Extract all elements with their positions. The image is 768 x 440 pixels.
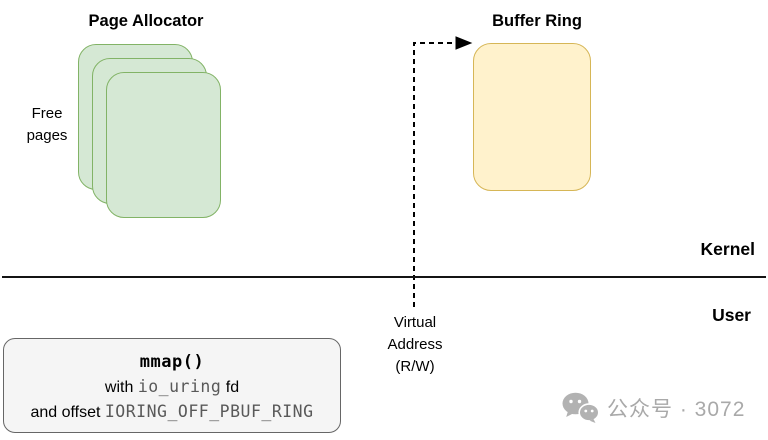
mmap-line3-prefix: and offset bbox=[30, 404, 105, 421]
user-label: User bbox=[712, 305, 751, 325]
mmap-line1: mmap() bbox=[4, 350, 340, 375]
free-pages-label: Free pages bbox=[13, 103, 81, 147]
mmap-call-code: mmap() bbox=[139, 352, 205, 372]
mmap-line2-suffix: fd bbox=[221, 379, 240, 396]
wechat-icon bbox=[562, 392, 599, 423]
free-page-front bbox=[106, 72, 221, 218]
mmap-annotation-box: mmap() with io_uring fd and offset IORIN… bbox=[3, 338, 341, 433]
free-pages-label-line2: pages bbox=[26, 127, 68, 144]
mmap-line2-prefix: with bbox=[104, 379, 138, 396]
mmap-line2: with io_uring fd bbox=[4, 375, 340, 400]
virtual-address-label: Virtual Address (R/W) bbox=[363, 312, 467, 378]
virtual-address-line2: Address bbox=[387, 336, 443, 353]
kernel-label: Kernel bbox=[700, 239, 755, 259]
buffer-ring-title: Buffer Ring bbox=[492, 12, 582, 30]
watermark-text: 公众号 · 3072 bbox=[607, 397, 746, 421]
watermark: 公众号 · 3072 bbox=[562, 392, 745, 423]
kernel-user-divider bbox=[2, 276, 766, 278]
page-allocator-title: Page Allocator bbox=[88, 12, 204, 30]
virtual-address-line1: Virtual bbox=[393, 314, 437, 331]
io-uring-code: io_uring bbox=[137, 377, 222, 396]
dashed-arrow-icon bbox=[413, 36, 473, 307]
ioring-offset-code: IORING_OFF_PBUF_RING bbox=[104, 402, 314, 421]
virtual-address-line3: (R/W) bbox=[395, 358, 435, 375]
free-pages-label-line1: Free bbox=[31, 105, 63, 122]
mmap-line3: and offset IORING_OFF_PBUF_RING bbox=[4, 400, 340, 425]
buffer-ring-box bbox=[473, 43, 591, 191]
